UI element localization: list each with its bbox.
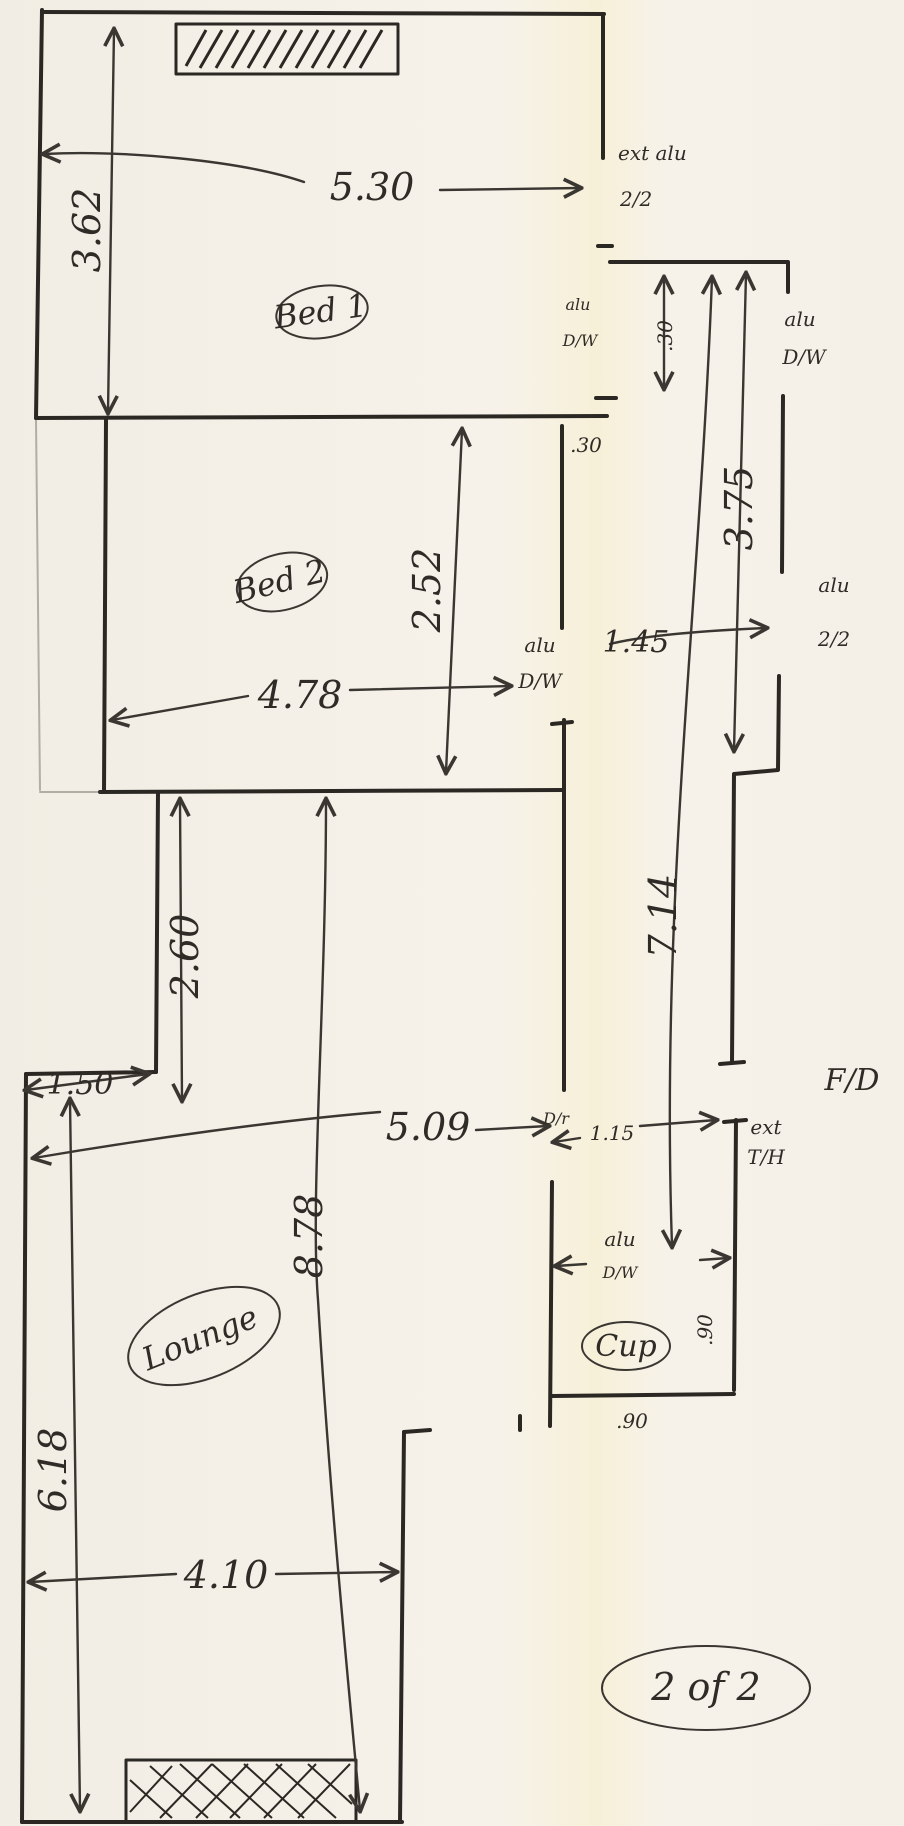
sheet-fold-lines	[35, 419, 101, 793]
lounge-span-value: 5.09	[386, 1105, 471, 1149]
dim-lounge-width-line-left	[30, 1574, 178, 1582]
ext-th-note-2: T/H	[747, 1145, 785, 1169]
alu-dw-cup-note: alu	[604, 1227, 635, 1251]
alu-dw-center-note: alu	[524, 633, 555, 657]
fireplace-bottom	[124, 1758, 358, 1824]
dim-bed1-width-line-right	[438, 188, 580, 190]
page-label: 2 of 2	[650, 1665, 760, 1709]
dim-bed2-width-line-right	[348, 686, 510, 690]
dim-right-wall-line	[734, 274, 746, 750]
dim-bed1-width-line-left	[44, 153, 306, 184]
bed1-wall-top	[40, 10, 606, 16]
fireplace-top	[174, 22, 400, 76]
dr-note: D/r	[542, 1109, 570, 1128]
alu-dw-left-note: alu	[566, 295, 591, 314]
bed1-height-value: 3.62	[65, 188, 109, 273]
cup-wall-left	[548, 1180, 554, 1428]
dim-passage-line	[180, 800, 182, 1100]
cup-wall-bottom	[550, 1392, 736, 1398]
ext-th-note: ext	[750, 1115, 782, 1139]
corridor-wall-right-upper	[780, 394, 785, 574]
dim-bed2-width-line-left	[112, 694, 250, 720]
dim-bed2-height-line	[446, 430, 462, 772]
bed1-width-value: 5.30	[330, 165, 415, 209]
gap-top-value: .30	[653, 320, 677, 352]
corridor-wall-top	[608, 260, 790, 294]
bed2-label: Bed 2	[228, 552, 329, 612]
dim-overall-line	[314, 800, 360, 1810]
dim-lounge-span-line-right	[474, 1126, 548, 1130]
alu-dw-cup-note-2: D/W	[602, 1263, 639, 1282]
lounge-stub	[402, 1428, 432, 1434]
lounge-height-value: 6.18	[31, 1428, 75, 1513]
lounge-wall-right-lower	[398, 1430, 406, 1824]
step-width-value: 1.50	[47, 1067, 114, 1102]
walls	[20, 8, 790, 1824]
dim-corridor-line	[670, 278, 712, 1246]
bed2-label-ring	[235, 551, 329, 613]
gap-mid-value: .30	[570, 433, 602, 457]
alu-dw-right-note-2: D/W	[781, 345, 827, 369]
bed1-bed2-wall	[34, 414, 609, 420]
lounge-width-value: 4.10	[183, 1553, 269, 1597]
alu-dw-left-note-2: D/W	[562, 331, 599, 350]
dim-step-line	[26, 1074, 148, 1090]
bed2-width-value: 4.78	[257, 673, 343, 717]
alu-dw-center-note-2: D/W	[517, 669, 563, 693]
ext-alu-top-note: ext alu	[618, 141, 687, 165]
bed1-wall-left	[34, 8, 44, 420]
cup-label: Cup	[595, 1329, 656, 1364]
bed2-wall-left	[102, 418, 108, 794]
bed2-height-value: 2.52	[405, 548, 449, 634]
dim-dr-line-left	[554, 1138, 582, 1142]
dr-width-value: 1.15	[590, 1121, 635, 1145]
cup-width-value: .90	[616, 1409, 648, 1433]
hall-width-value: 1.45	[603, 625, 670, 660]
bed1-label-ring	[275, 284, 369, 340]
dim-lounge-span-line-left	[34, 1110, 382, 1158]
jamb-5	[722, 1118, 748, 1124]
ext-alu-top-size: 2/2	[619, 187, 652, 211]
cup-height-value: .90	[693, 1314, 717, 1346]
dim-cup-right-line	[698, 1258, 728, 1260]
dim-lounge-height-line	[70, 1100, 80, 1810]
lounge-label-ring	[127, 1285, 281, 1387]
bed2-wall-bottom	[98, 788, 564, 794]
page-label-ring	[601, 1645, 811, 1731]
corridor-length-value: 7.14	[641, 874, 685, 959]
overall-height-value: 8.78	[287, 1194, 331, 1279]
dim-hall-width-line	[608, 628, 766, 646]
bed1-label: Bed 1	[271, 286, 370, 337]
fd-note: F/D	[824, 1063, 880, 1098]
dim-dr-line-right	[638, 1120, 716, 1126]
jamb-3	[550, 720, 574, 726]
annotations: ext alu 2/2 alu D/W alu D/W alu 2/2 alu …	[517, 141, 879, 1282]
page-label-group: 2 of 2	[601, 1645, 811, 1731]
fold-line-1	[35, 419, 41, 791]
right-wall-length-value: 3.75	[717, 466, 761, 551]
lounge-label: Lounge	[136, 1297, 263, 1378]
alu-right-mid-size: 2/2	[817, 627, 850, 651]
dim-bed1-height-line	[108, 30, 114, 412]
jamb-4	[718, 1060, 746, 1066]
passage-height-value: 2.60	[163, 914, 207, 1000]
dim-lounge-width-line-right	[274, 1572, 396, 1574]
dimension-lines	[26, 30, 766, 1810]
corridor-wall-right-mid	[730, 674, 781, 1064]
cup-label-ring	[581, 1321, 671, 1371]
lounge-wall-left	[20, 1072, 28, 1824]
alu-dw-right-note: alu	[784, 307, 815, 331]
passage-wall-left	[154, 790, 160, 1074]
alu-right-mid-note: alu	[818, 573, 849, 597]
dimension-labels: 3.62 5.30 2.52 4.78 2.60 1.50 5.09 6.18 …	[31, 165, 761, 1597]
corridor-wall-right-lower	[732, 1118, 738, 1392]
dim-cup-left-line	[556, 1264, 588, 1266]
